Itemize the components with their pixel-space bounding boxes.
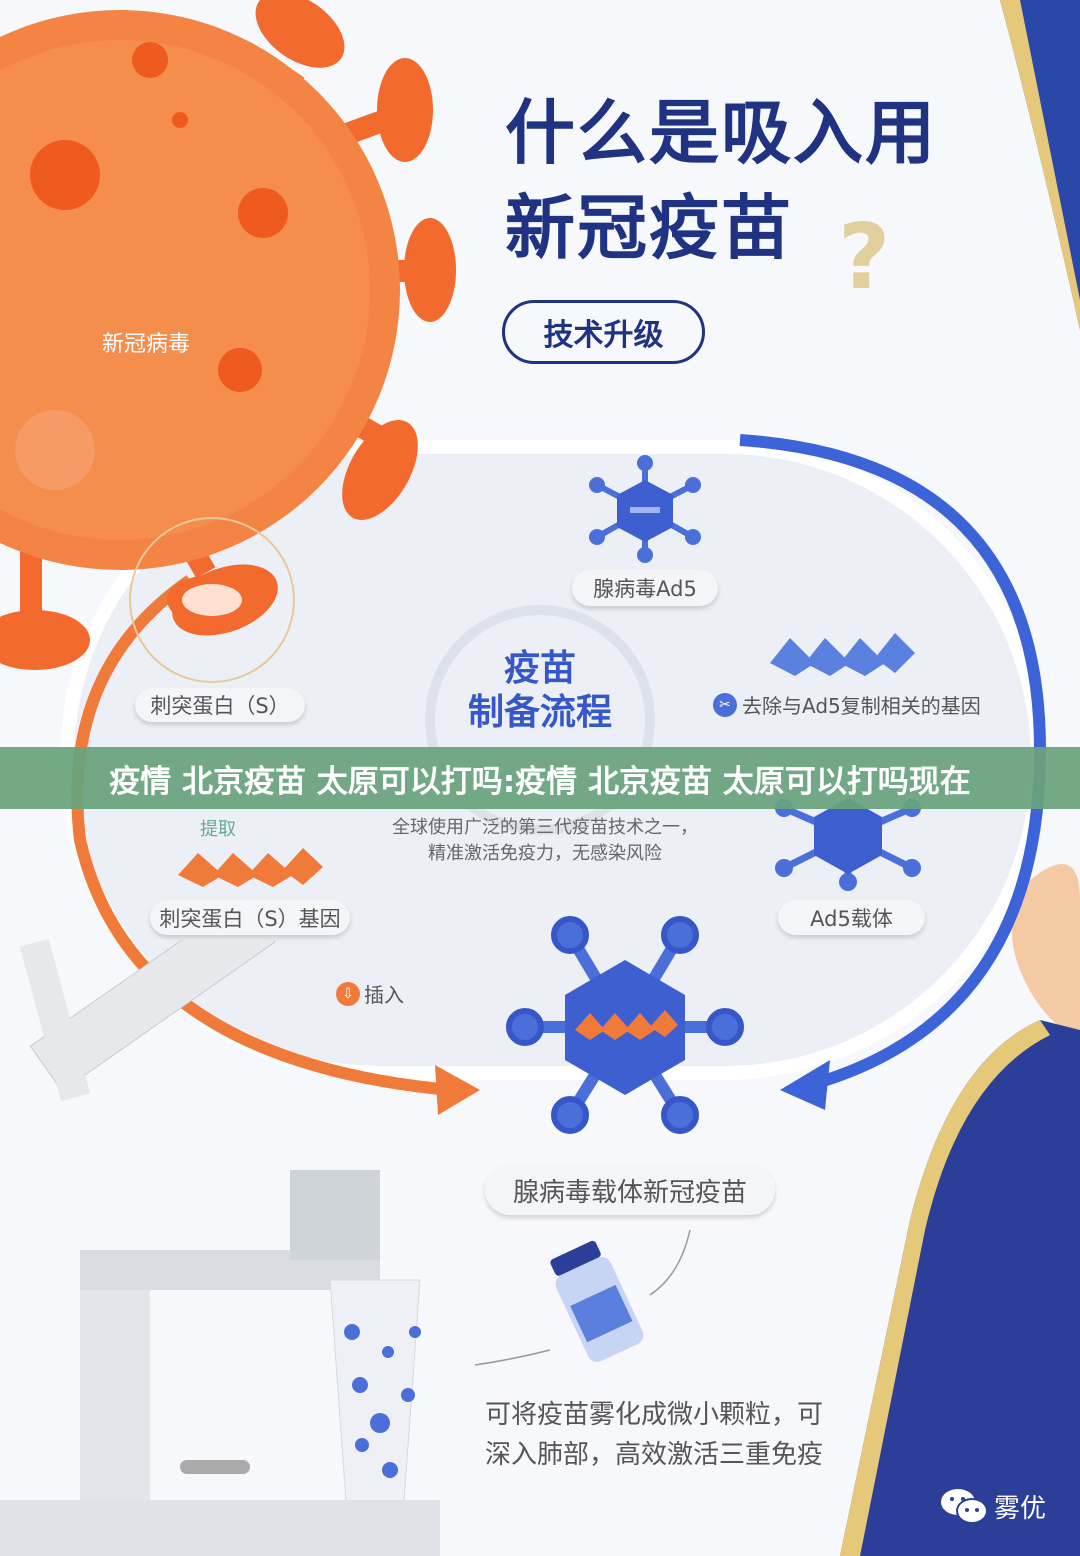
decorative-stripe (1000, 0, 1080, 330)
inhaler-machine-illustration (0, 940, 440, 1556)
adenovirus-icon (589, 455, 701, 563)
center-description: 全球使用广泛的第三代疫苗技术之一， 精准激活免疫力，无感染风险 (380, 815, 710, 867)
orange-dna-icon (178, 848, 323, 887)
insert-arrow-icon: ⇩ (336, 981, 360, 1006)
bottom-description: 可将疫苗雾化成微小颗粒，可 深入肺部，高效激活三重免疫 (485, 1395, 823, 1475)
label-remove-genes: 去除与Ad5复制相关的基因 (742, 694, 981, 718)
headline-banner: 疫情 北京疫苗 太原可以打吗:疫情 北京疫苗 太原可以打吗现在 (0, 747, 1080, 809)
label-final-vaccine: 腺病毒载体新冠疫苗 (485, 1165, 775, 1215)
label-spike-gene: 刺突蛋白（S）基因 (150, 900, 350, 935)
label-insert: 插入 (364, 983, 404, 1007)
step-insert: ⇩ 插入 (336, 979, 404, 1008)
question-mark-icon: ? (838, 205, 891, 310)
watermark-text: 雾优 (994, 1493, 1047, 1524)
vaccine-molecule-icon (506, 916, 744, 1134)
label-ad5-vector: Ad5载体 (778, 900, 925, 935)
page-title-line2: 新冠疫苗 (505, 187, 793, 269)
step-remove-genes: ✂ 去除与Ad5复制相关的基因 (713, 690, 981, 719)
center-desc-line1: 全球使用广泛的第三代疫苗技术之一， (392, 817, 698, 838)
label-spike-protein: 刺突蛋白（S） (135, 688, 305, 722)
page-title-line1: 什么是吸入用 (505, 92, 937, 174)
vaccine-vial-icon (474, 1229, 691, 1366)
bottom-desc-line2: 深入肺部，高效激活三重免疫 (485, 1440, 824, 1470)
virus-label: 新冠病毒 (102, 332, 191, 357)
center-title: 疫苗 (503, 648, 576, 689)
center-desc-line2: 精准激活免疫力，无感染风险 (428, 843, 662, 864)
watermark: 雾优 (940, 1487, 1046, 1525)
coronavirus-illustration (0, 0, 456, 683)
ad5-vector-icon (775, 798, 921, 891)
label-adenovirus: 腺病毒Ad5 (572, 570, 718, 606)
bottom-desc-line1: 可将疫苗雾化成微小颗粒，可 (485, 1400, 824, 1430)
wechat-icon (941, 1489, 988, 1524)
scissors-icon: ✂ (713, 692, 737, 717)
center-subtitle: 制备流程 (467, 692, 612, 733)
label-extract: 提取 (200, 819, 236, 840)
blue-dna-icon (770, 633, 915, 676)
badge-tech-upgrade: 技术升级 (502, 300, 705, 364)
person-figure-illustration (840, 864, 1080, 1556)
